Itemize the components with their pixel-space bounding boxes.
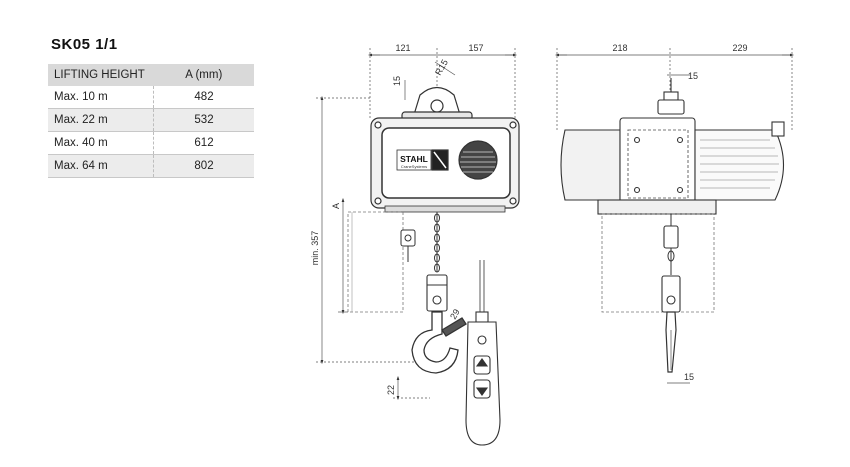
control-pendant [465,260,501,446]
header-lifting-height: LIFTING HEIGHT [48,64,154,86]
load-chain [434,212,440,273]
side-bottom-block [661,275,681,313]
front-vertical-dimensions [316,95,430,401]
suspension-eye [401,86,473,121]
cell-height: Max. 10 m [48,86,154,109]
chain-stop [400,229,416,262]
table-row: Max. 10 m 482 [48,86,254,109]
front-dim-a: A [331,203,341,209]
cell-a: 532 [153,108,254,132]
side-upper-fitting [663,225,679,249]
chain-container-outline [347,211,404,313]
front-dim-hook-top: 15 [392,76,402,86]
side-view: 218 229 15 15 [554,43,795,384]
brand-sub-text: CraneSystems [401,164,427,169]
hoist-body-front [370,117,520,213]
cell-a: 802 [153,154,254,178]
front-dim-min-height: min. 357 [310,231,320,266]
table-row: Max. 64 m 802 [48,154,254,178]
front-view: 121 157 15 R15 [310,43,520,446]
front-dim-hook-bottom: 22 [386,385,396,395]
table-row: Max. 40 m 612 [48,131,254,155]
table-header-row: LIFTING HEIGHT A (mm) [48,64,254,86]
side-dim-left: 218 [612,43,627,53]
cell-a: 612 [153,131,254,155]
front-dim-right: 157 [468,43,483,53]
side-dim-bottom: 15 [684,372,694,382]
hoist-body-side [560,117,785,215]
cell-height: Max. 22 m [48,108,154,132]
table-row: Max. 22 m 532 [48,108,254,132]
side-suspension [657,78,685,115]
bottom-block [426,274,448,312]
load-hook [411,311,467,374]
cell-height: Max. 64 m [48,154,154,178]
product-title: SK05 1/1 [51,36,118,53]
side-dim-top: 15 [688,71,698,81]
front-dim-radius: R15 [433,58,450,77]
lifting-height-table: LIFTING HEIGHT A (mm) Max. 10 m 482 Max.… [48,64,254,178]
header-a-mm: A (mm) [153,64,254,86]
cell-height: Max. 40 m [48,131,154,155]
side-top-dimensions [554,48,795,384]
front-dim-hook-opening: 29 [448,307,462,321]
side-chain-container [601,213,715,313]
cell-a: 482 [153,86,254,109]
front-top-dimensions [367,48,518,120]
side-dim-right: 229 [732,43,747,53]
brand-logo-text: STAHL [400,154,428,164]
front-dim-left: 121 [395,43,410,53]
side-hook [665,311,677,373]
